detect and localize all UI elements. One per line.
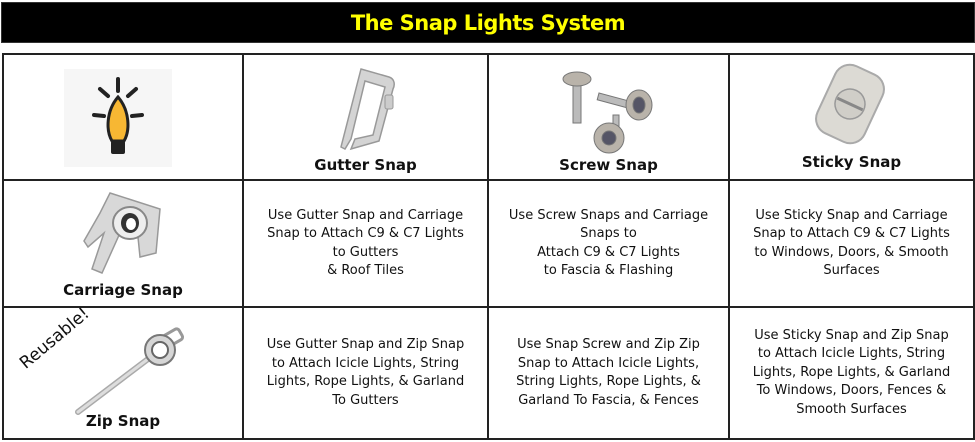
zip-snap-cell: Reusable! Zip Snap (2, 304, 244, 440)
sticky-snap-image (815, 63, 885, 145)
carriage-snap-cell: Carriage Snap (2, 179, 244, 308)
bulb-cell (2, 53, 244, 181)
screw-zip-description: Use Snap Screw and Zip Zip Snap to Attac… (487, 306, 730, 440)
title-bar: The Snap Lights System (1, 2, 975, 43)
gutter-snap-header: Gutter Snap (242, 53, 489, 181)
snap-system-table: Gutter Snap Screw Snap (2, 53, 975, 440)
screw-snap-label: Screw Snap (559, 156, 658, 174)
page-title: The Snap Lights System (350, 10, 626, 35)
table-row: Carriage Snap Use Gutter Snap and Carria… (2, 179, 975, 308)
sticky-snap-header: Sticky Snap (728, 53, 975, 181)
sticky-snap-label: Sticky Snap (801, 153, 902, 171)
sticky-carriage-description: Use Sticky Snap and Carriage Snap to Att… (728, 179, 975, 308)
gutter-carriage-description: Use Gutter Snap and Carriage Snap to Att… (242, 179, 489, 308)
screw-snap-header: Screw Snap (487, 53, 730, 181)
screw-carriage-description: Use Screw Snaps and Carriage Snaps to At… (487, 179, 730, 308)
table-row: Reusable! Zip Snap Use Gutter Snap and Z… (2, 304, 975, 440)
carriage-snap-image (83, 192, 161, 274)
zip-snap-image (75, 327, 185, 415)
gutter-snap-image (340, 68, 395, 151)
gutter-snap-label: Gutter Snap (314, 156, 417, 174)
zip-snap-label: Zip Snap (85, 412, 161, 430)
c9-bulb-icon (64, 69, 172, 167)
sticky-zip-description: Use Sticky Snap and Zip Snap to Attach I… (728, 306, 975, 440)
gutter-zip-description: Use Gutter Snap and Zip Snap to Attach I… (242, 306, 489, 440)
header-row: Gutter Snap Screw Snap (2, 53, 975, 181)
carriage-snap-label: Carriage Snap (63, 281, 183, 299)
screw-snap-image (562, 71, 653, 154)
